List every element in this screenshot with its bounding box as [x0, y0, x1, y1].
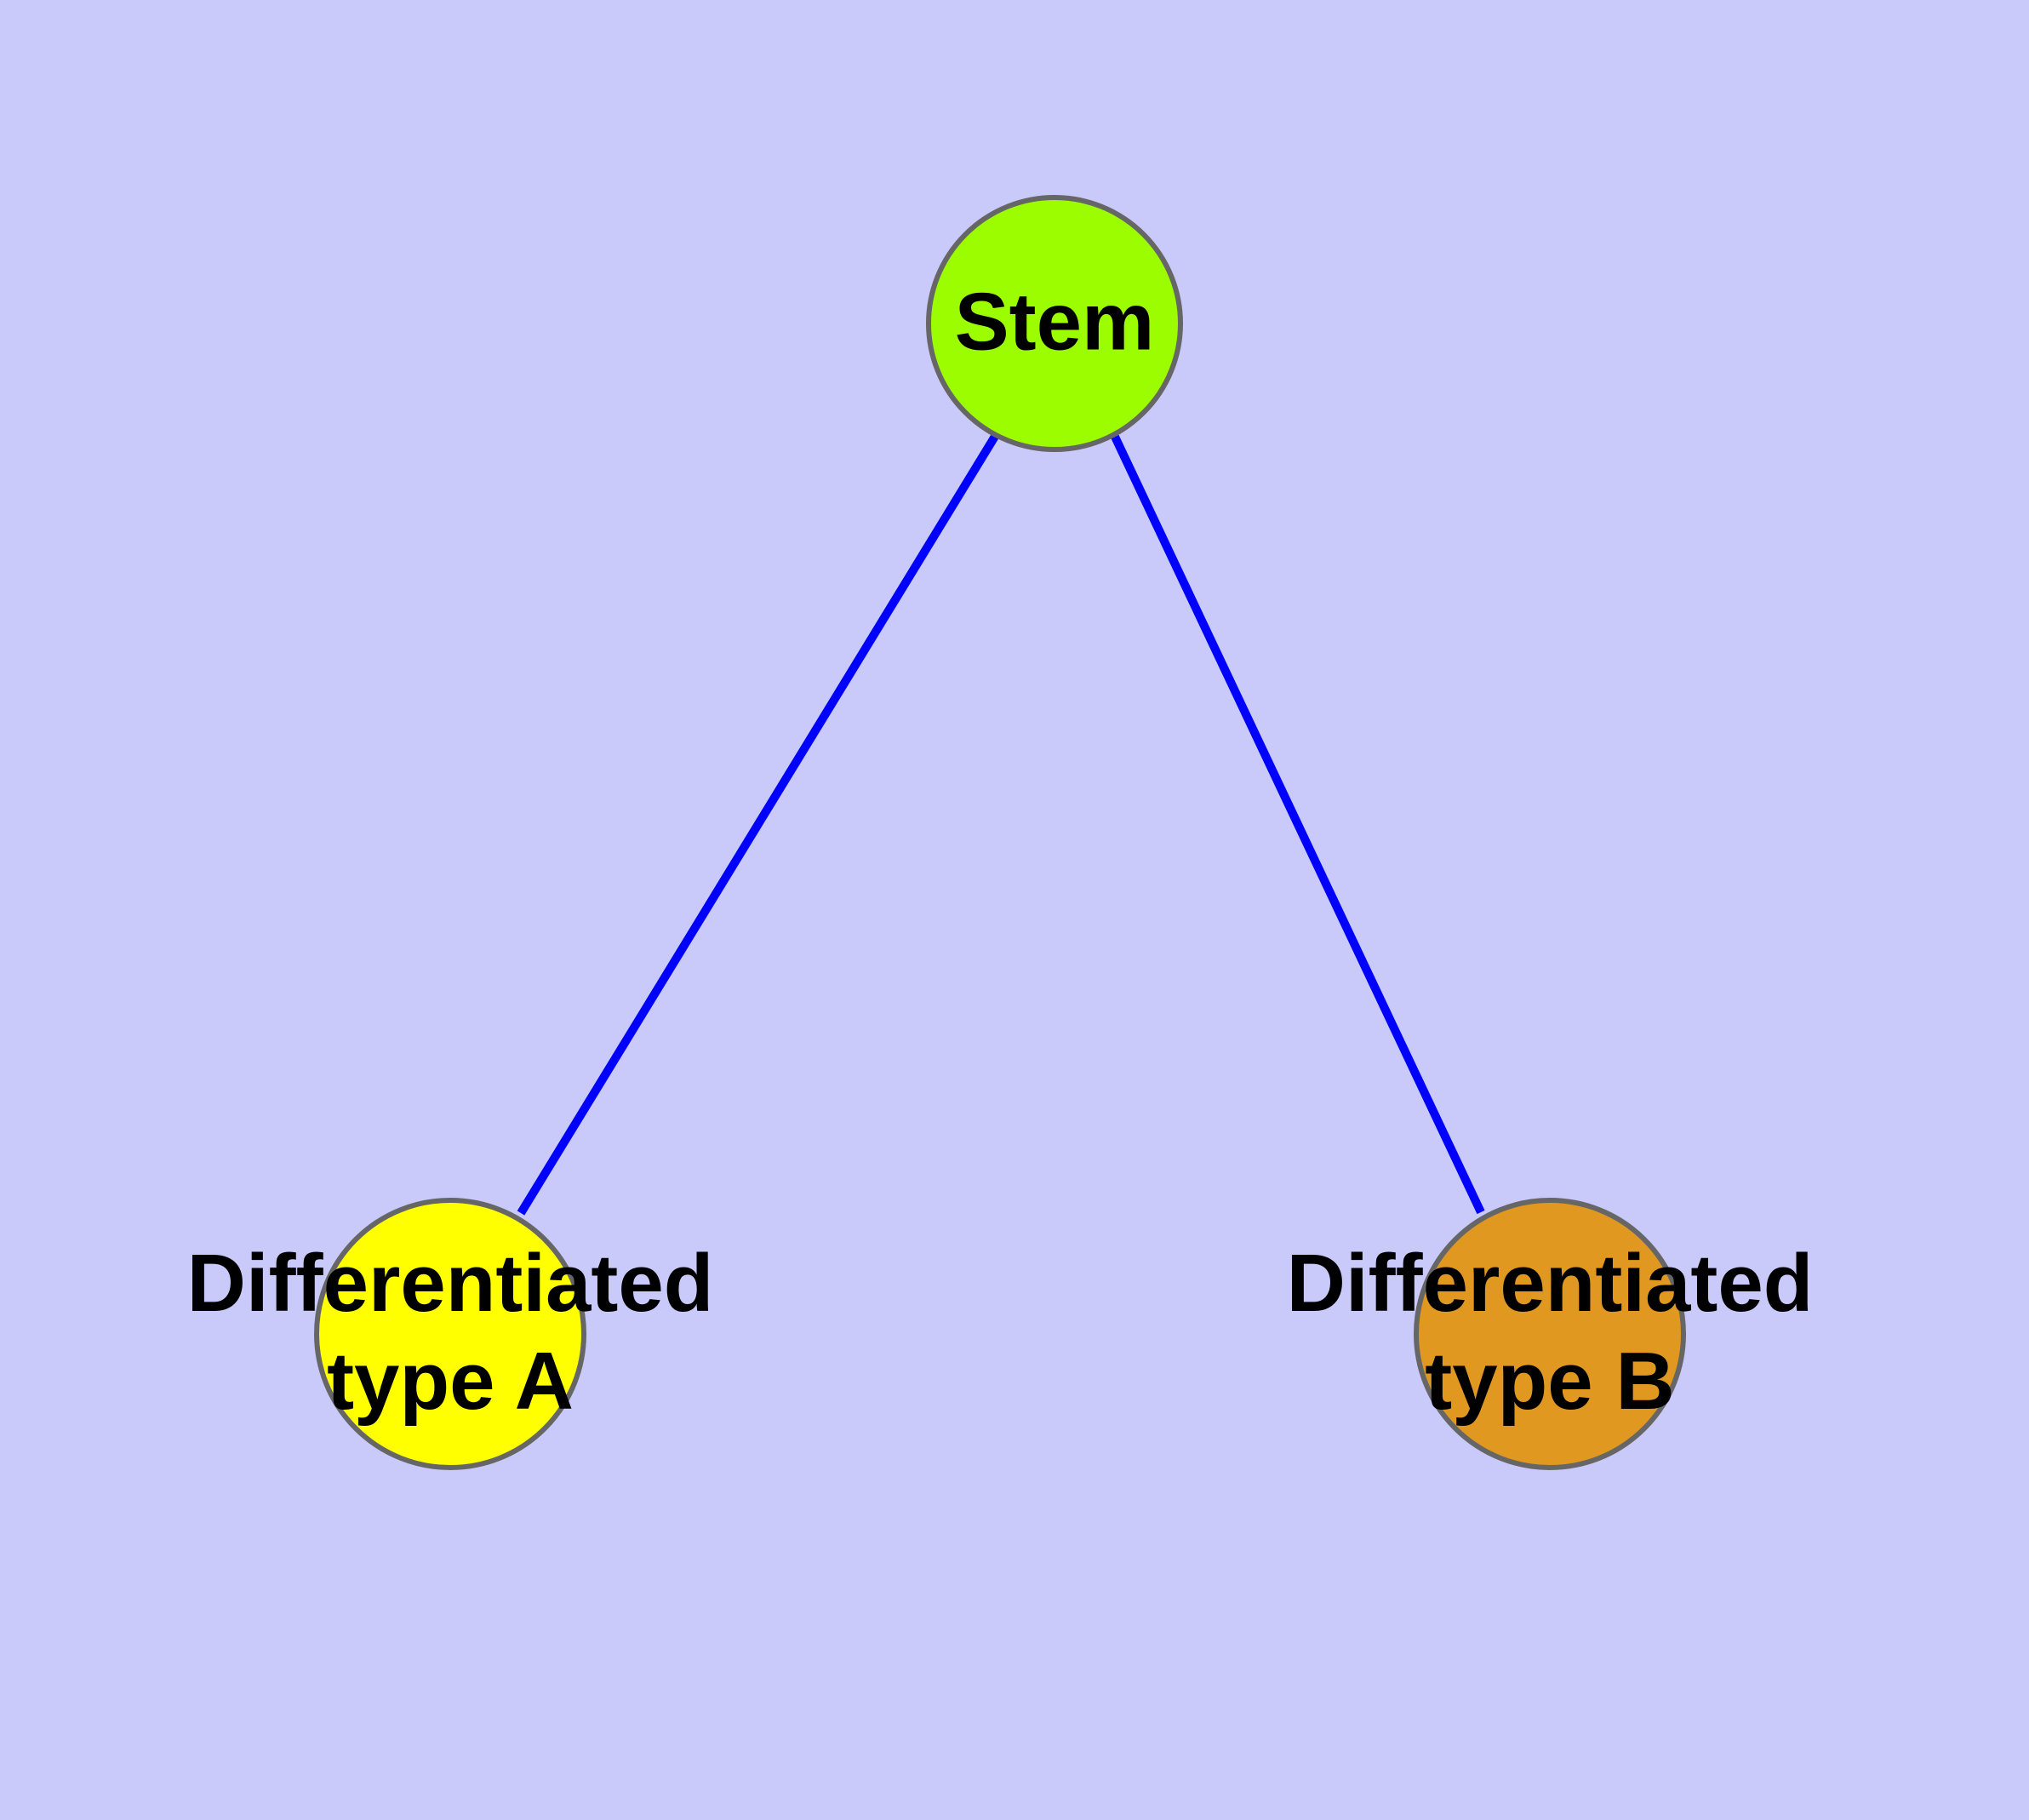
node-circle-stem[interactable]: [926, 195, 1183, 452]
node-label-diff-a-line2: type A: [327, 1336, 574, 1427]
node-label-diff-b-line2: type B: [1425, 1336, 1674, 1427]
node-label-diff-a-line1: Differentiated: [187, 1238, 714, 1329]
node-circle-diff-a[interactable]: [314, 1198, 586, 1470]
edge-stem-to-diff-a: [517, 432, 1000, 1216]
node-label-diff-b-line1: Differentiated: [1287, 1238, 1814, 1329]
edge-layer: [517, 432, 1485, 1216]
edge-stem-to-diff-b: [1111, 434, 1485, 1215]
node-circle-diff-b[interactable]: [1414, 1198, 1686, 1470]
node-label-stem: Stem: [955, 276, 1155, 367]
label-layer: Stem Differentiated type A Differentiate…: [187, 276, 1814, 1427]
node-layer: [314, 195, 1686, 1470]
